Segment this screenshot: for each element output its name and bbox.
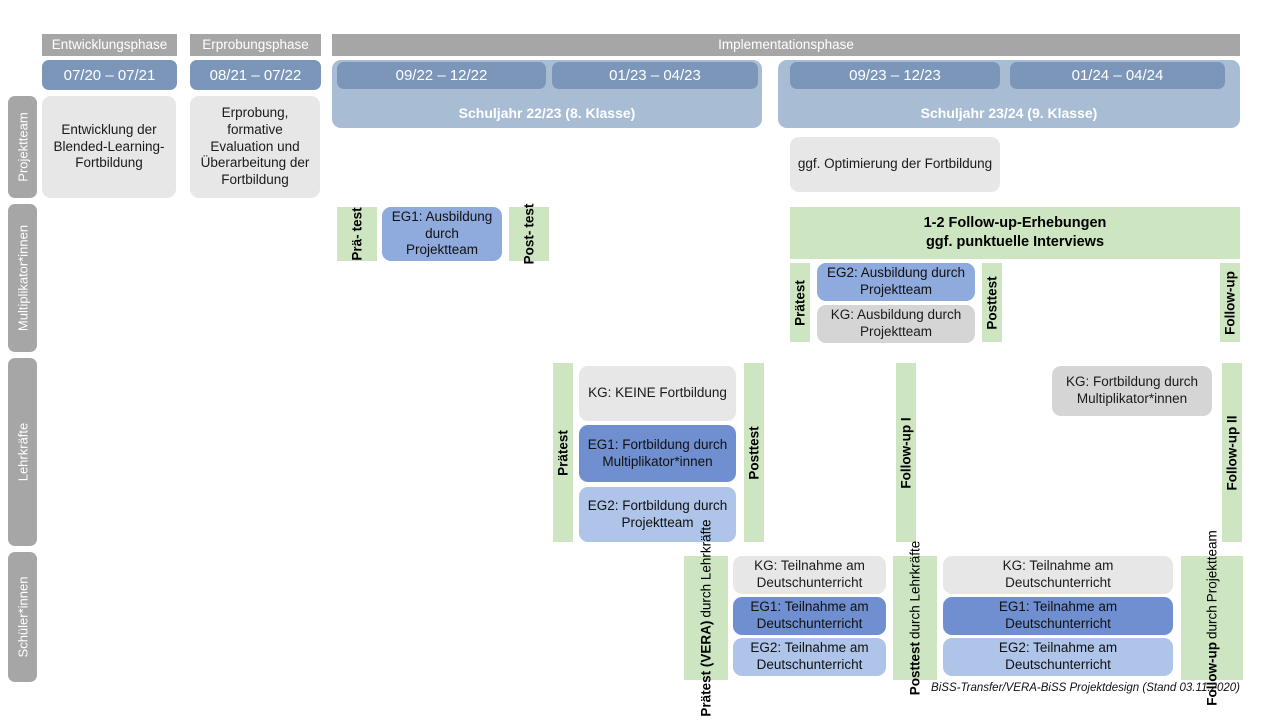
schueler-kg-label-right: KG: Teilnahme am Deutschunterricht: [1002, 558, 1114, 590]
multiplikatoren-posttest-column: Post- test: [509, 204, 549, 264]
projektteam-optimierung-box: ggf. Optimierung der Fortbildung: [790, 137, 1000, 192]
period-chip-0123-0423: 01/23 – 04/23: [552, 62, 758, 89]
multiplikatoren-praetest-line1: Prä-: [349, 234, 365, 261]
schueler-eg2-label-right: EG2: Teilnahme am Deutschunterricht: [998, 640, 1118, 672]
lehrkraefte-followup2-label: Follow-up II: [1224, 415, 1240, 490]
multiplikatoren-praetest2-label: Prätest: [792, 279, 808, 326]
projektteam-erprobung-label: Erprobung, formative Evaluation und Über…: [200, 104, 310, 188]
schueler-followup-column: Follow-up durch Projektteam: [1181, 530, 1243, 706]
schueler-followup-sub2: Projektteam: [1204, 530, 1220, 603]
multiplikatoren-eg1-box: EG1: Ausbildung durch Projektteam: [382, 207, 502, 261]
schueler-posttest-sub: durch Lehrkräfte: [907, 540, 923, 640]
lehrkraefte-kg-keine-box: KG: KEINE Fortbildung: [579, 366, 736, 421]
row-label-multiplikatoren-text: Multiplikator*innen: [15, 224, 30, 332]
period-chip-0923-1223: 09/23 – 12/23: [790, 62, 1000, 89]
lehrkraefte-posttest-label: Posttest: [746, 425, 762, 480]
projektteam-entwicklung-label: Entwicklung der Blended-Learning-Fortbil…: [53, 121, 165, 171]
schueler-kg-box-right: KG: Teilnahme am Deutschunterricht: [943, 556, 1173, 594]
multiplikatoren-eg2-box: EG2: Ausbildung durch Projektteam: [817, 263, 975, 301]
row-label-schueler: Schüler*innen: [8, 552, 37, 682]
schueler-eg2-box-left: EG2: Teilnahme am Deutschunterricht: [733, 638, 886, 676]
lehrkraefte-eg1-label: EG1: Fortbildung durch Multiplikator*inn…: [587, 436, 728, 469]
schueler-followup-label: Follow-up durch Projektteam: [1205, 530, 1220, 706]
period-chip-0922-1222: 09/22 – 12/22: [337, 62, 546, 89]
lehrkraefte-kg-mult-label: KG: Fortbildung durch Multiplikator*inne…: [1065, 374, 1199, 406]
lehrkraefte-followup1-column: Follow-up I: [896, 363, 916, 542]
phase-header-implementation-label: Implementationsphase: [718, 36, 854, 52]
row-label-lehrkraefte-text: Lehrkräfte: [15, 422, 30, 482]
multiplikatoren-praetest2-column: Prätest: [790, 263, 810, 342]
multiplikatoren-praetest-line2: test: [349, 207, 365, 232]
lehrkraefte-eg2-label: EG2: Fortbildung durch Projektteam: [587, 497, 728, 530]
period-chip-0124-0424-label: 01/24 – 04/24: [1071, 67, 1164, 84]
lehrkraefte-praetest-label: Prätest: [555, 429, 571, 476]
schueler-kg-box-left: KG: Teilnahme am Deutschunterricht: [733, 556, 886, 594]
schueler-followup-sub1: durch: [1204, 605, 1220, 640]
lehrkraefte-eg1-box: EG1: Fortbildung durch Multiplikator*inn…: [579, 425, 736, 482]
school-year-band-2324-label: Schuljahr 23/24 (9. Klasse): [920, 105, 1098, 121]
multiplikatoren-followup-label: Follow-up: [1222, 270, 1238, 335]
lehrkraefte-followup1-label: Follow-up I: [898, 416, 914, 489]
schueler-posttest-label: Posttest durch Lehrkräfte: [908, 541, 923, 696]
period-chip-0821-0722: 08/21 – 07/22: [190, 60, 321, 90]
projektteam-optimierung-label: ggf. Optimierung der Fortbildung: [797, 156, 993, 172]
schueler-eg1-box-right: EG1: Teilnahme am Deutschunterricht: [943, 597, 1173, 635]
multiplikatoren-posttest-line2: test: [521, 203, 537, 228]
multiplikatoren-eg2-label: EG2: Ausbildung durch Projektteam: [826, 265, 966, 297]
row-label-lehrkraefte: Lehrkräfte: [8, 358, 37, 546]
phase-header-erprobung: Erprobungsphase: [190, 34, 321, 56]
multiplikatoren-followup-banner-line1: 1-2 Follow-up-Erhebungen: [923, 215, 1107, 232]
period-chip-0124-0424: 01/24 – 04/24: [1010, 62, 1225, 89]
lehrkraefte-followup2-column: Follow-up II: [1222, 363, 1242, 542]
schueler-posttest-column: Posttest durch Lehrkräfte: [893, 541, 937, 695]
row-label-multiplikatoren: Multiplikator*innen: [8, 204, 37, 352]
schueler-eg2-label-left: EG2: Teilnahme am Deutschunterricht: [750, 640, 869, 672]
row-label-projektteam-text: Projektteam: [15, 112, 30, 182]
schueler-eg1-box-left: EG1: Teilnahme am Deutschunterricht: [733, 597, 886, 635]
phase-header-erprobung-label: Erprobungsphase: [202, 36, 309, 52]
lehrkraefte-kg-keine-label: KG: KEINE Fortbildung: [588, 385, 727, 401]
period-chip-0720-0721-label: 07/20 – 07/21: [63, 66, 156, 84]
projektteam-entwicklung-box: Entwicklung der Blended-Learning-Fortbil…: [42, 96, 176, 198]
multiplikatoren-posttest-line1: Post-: [521, 230, 537, 265]
schueler-kg-label-left: KG: Teilnahme am Deutschunterricht: [754, 558, 865, 590]
figure-footer-text: BiSS-Transfer/VERA-BiSS Projektdesign (S…: [931, 682, 1240, 694]
schueler-praetest-main: Prätest (VERA): [698, 620, 714, 717]
lehrkraefte-eg2-box: EG2: Fortbildung durch Projektteam: [579, 487, 736, 542]
projektteam-erprobung-box: Erprobung, formative Evaluation und Über…: [190, 96, 320, 198]
school-year-band-2223-label: Schuljahr 22/23 (8. Klasse): [458, 105, 636, 121]
row-label-schueler-text: Schüler*innen: [15, 576, 30, 658]
multiplikatoren-followup-column: Follow-up: [1220, 263, 1240, 342]
lehrkraefte-posttest-column: Posttest: [744, 363, 764, 542]
multiplikatoren-posttest2-column: Posttest: [982, 263, 1002, 342]
schueler-praetest-column: Prätest (VERA) durch Lehrkräfte: [684, 519, 728, 717]
multiplikatoren-eg1-label: EG1: Ausbildung durch Projektteam: [391, 208, 493, 258]
multiplikatoren-posttest2-label: Posttest: [984, 275, 1000, 330]
period-chip-0923-1223-label: 09/23 – 12/23: [849, 67, 941, 84]
period-chip-0123-0423-label: 01/23 – 04/23: [609, 67, 701, 84]
phase-header-implementation: Implementationsphase: [332, 34, 1240, 56]
schueler-eg2-box-right: EG2: Teilnahme am Deutschunterricht: [943, 638, 1173, 676]
period-chip-0922-1222-label: 09/22 – 12/22: [395, 67, 488, 84]
lehrkraefte-kg-mult-box: KG: Fortbildung durch Multiplikator*inne…: [1052, 366, 1212, 416]
multiplikatoren-praetest-label: Prä- test: [350, 207, 365, 260]
phase-header-entwicklung: Entwicklungsphase: [42, 34, 177, 56]
multiplikatoren-followup-banner: 1-2 Follow-up-Erhebungen ggf. punktuelle…: [790, 207, 1240, 259]
schueler-eg1-label-left: EG1: Teilnahme am Deutschunterricht: [750, 599, 869, 631]
lehrkraefte-praetest-column: Prätest: [553, 363, 573, 542]
multiplikatoren-praetest-column: Prä- test: [337, 207, 377, 261]
period-chip-0821-0722-label: 08/21 – 07/22: [209, 66, 302, 84]
multiplikatoren-posttest-label: Post- test: [522, 204, 537, 265]
schueler-eg1-label-right: EG1: Teilnahme am Deutschunterricht: [998, 599, 1118, 631]
period-chip-0720-0721: 07/20 – 07/21: [42, 60, 177, 90]
multiplikatoren-kg-label: KG: Ausbildung durch Projektteam: [830, 307, 962, 339]
schueler-praetest-sub: durch Lehrkräfte: [698, 519, 714, 618]
row-label-projektteam: Projektteam: [8, 96, 37, 198]
multiplikatoren-followup-banner-line2: ggf. punktuelle Interviews: [925, 234, 1105, 250]
phase-header-entwicklung-label: Entwicklungsphase: [51, 36, 168, 52]
multiplikatoren-kg-box: KG: Ausbildung durch Projektteam: [817, 305, 975, 343]
figure-footer: BiSS-Transfer/VERA-BiSS Projektdesign (S…: [700, 682, 1240, 698]
